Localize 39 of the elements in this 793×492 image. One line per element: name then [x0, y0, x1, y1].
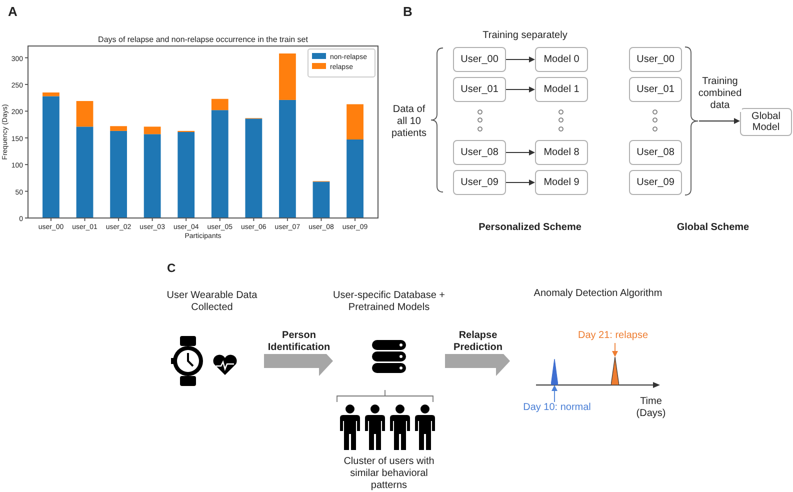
peak-marker — [611, 357, 619, 385]
node-label: Cluster of users with similar behavioral patterns — [342, 456, 436, 492]
arrow — [506, 180, 535, 186]
annotation-text: Day 10: normal — [516, 402, 598, 415]
user-box: User_00 — [629, 47, 682, 72]
arrow — [698, 118, 740, 124]
user-box: User_01 — [629, 77, 682, 102]
panel-letter: A — [8, 6, 18, 18]
user-box: User_08 — [453, 140, 506, 165]
model-box: Model 8 — [535, 140, 588, 165]
user-box: User_01 — [453, 77, 506, 102]
user-box: User_09 — [629, 170, 682, 195]
arrow — [506, 86, 535, 92]
user-box: User_09 — [453, 170, 506, 195]
peak-marker — [551, 359, 558, 385]
user-box: User_00 — [453, 47, 506, 72]
node-label: User-specific Database + Pretrained Models — [333, 290, 445, 314]
model-box: Model 9 — [535, 170, 588, 195]
annotation-text: Day 21: relapse — [572, 330, 654, 343]
leader-arrow — [612, 342, 618, 357]
scheme-title: Global Scheme — [676, 222, 750, 234]
panel-letter: B — [403, 6, 414, 18]
heading: Training separately — [482, 30, 568, 42]
scheme-title: Personalized Scheme — [478, 222, 582, 234]
arrow — [506, 150, 535, 156]
model-box: Model 0 — [535, 47, 588, 72]
curly-brace — [683, 46, 699, 196]
leader-arrow — [552, 385, 558, 402]
model-box: Global Model — [740, 108, 792, 136]
node-label: Anomaly Detection Algorithm — [532, 288, 664, 300]
arrow — [506, 56, 535, 62]
panel-letter: C — [167, 262, 177, 274]
axis-title: Time (Days) — [635, 396, 667, 420]
user-box: User_08 — [629, 140, 682, 165]
model-box: Model 1 — [535, 77, 588, 102]
chart-title: Days of relapse and non-relapse occurrence in the train set — [98, 35, 308, 44]
side-label: Data of all 10 patients — [390, 104, 428, 140]
node-label: User Wearable Data Collected — [166, 290, 258, 314]
edge-label: Training combined data — [698, 76, 742, 112]
